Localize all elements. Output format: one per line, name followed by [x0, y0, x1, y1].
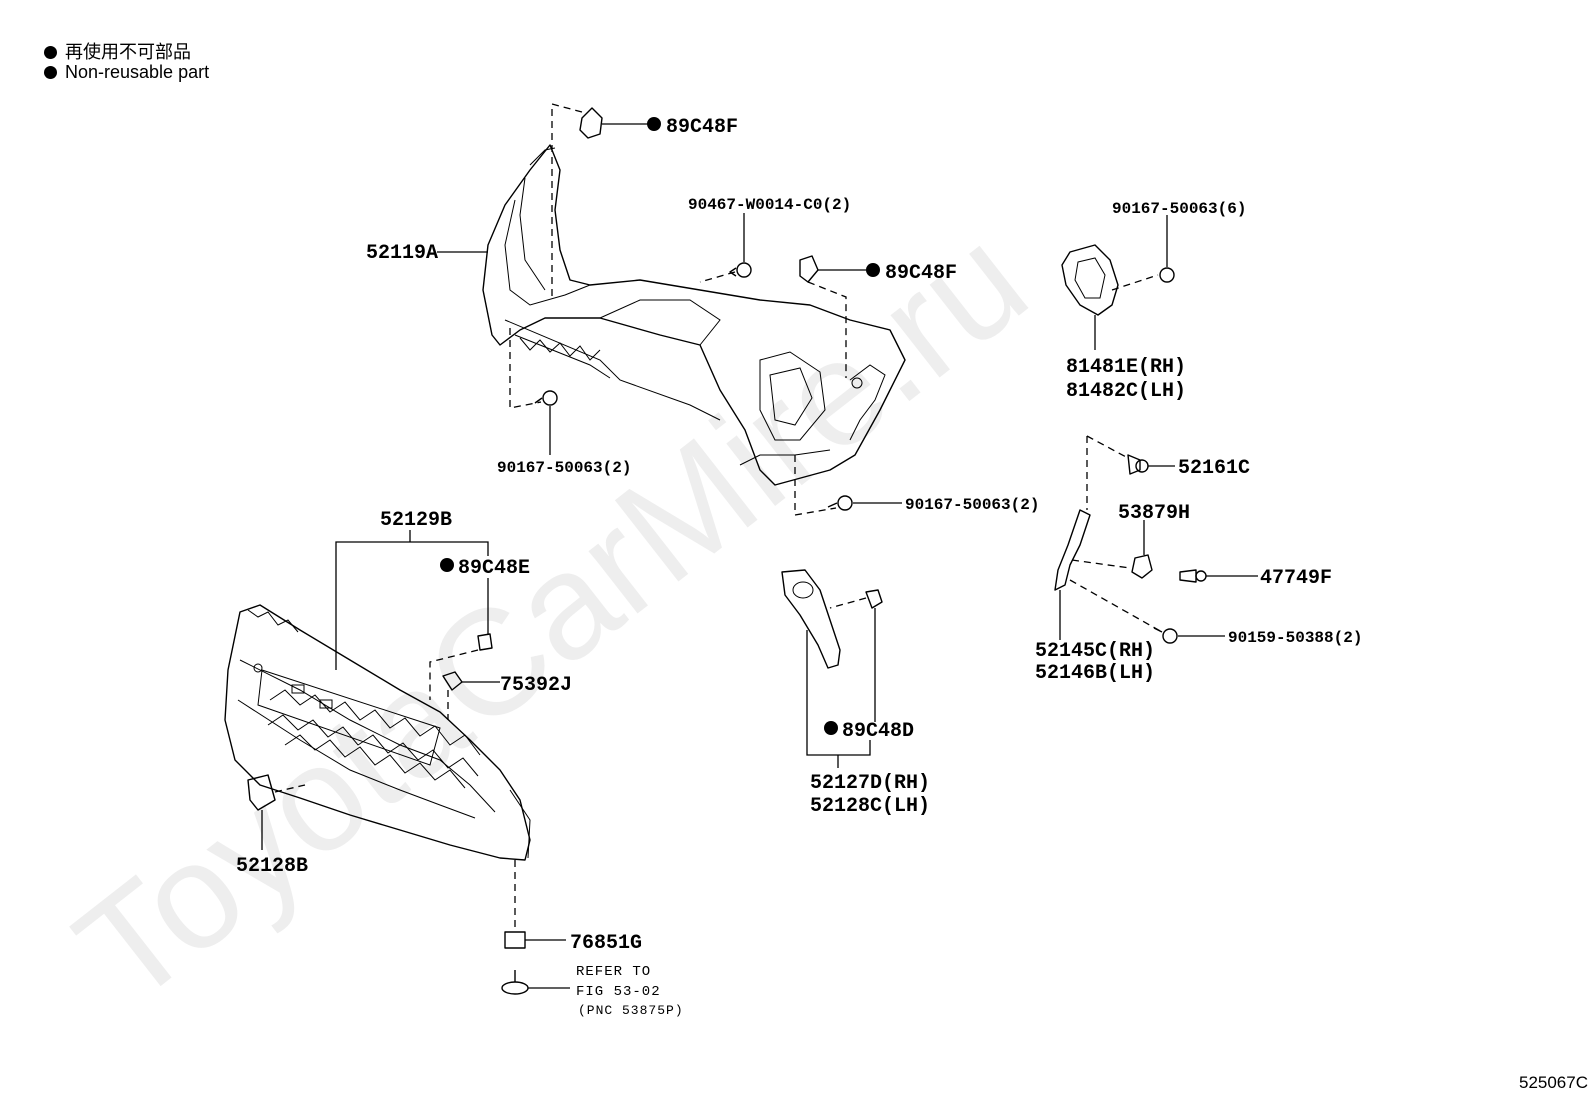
bolt-90159: [1153, 627, 1178, 644]
callout-81482c: 81482C(LH): [1066, 380, 1186, 403]
callout-52128c: 52128C(LH): [810, 795, 930, 818]
clip-89c48f-top: [579, 107, 661, 139]
callout-89c48d: 89C48D: [842, 720, 914, 743]
callout-52146b: 52146B(LH): [1035, 662, 1155, 685]
callout-90167-2-mid: 90167-50063(2): [905, 496, 1039, 514]
bolt-90167-mid: [827, 495, 853, 511]
nut-53879h: [1131, 554, 1153, 579]
callout-90467: 90467-W0014-C0(2): [688, 196, 851, 214]
non-reusable-dot-icon: [647, 117, 661, 131]
callout-76851g: 76851G: [570, 932, 642, 955]
callout-52145c: 52145C(RH): [1035, 640, 1155, 663]
bolt-refer: [501, 970, 529, 995]
callout-refer-line1: REFER TO: [576, 964, 651, 980]
callout-90167-6: 90167-50063(6): [1112, 200, 1246, 218]
cover-52128b: [247, 774, 276, 811]
callout-75392j: 75392J: [500, 674, 572, 697]
figure-id: 525067C: [1518, 1073, 1588, 1092]
callout-52119a: 52119A: [366, 242, 438, 265]
callout-refer-line2: FIG 53-02: [576, 984, 661, 1000]
bumper-cover-52119a: [482, 144, 906, 486]
clip-76851g: [504, 931, 526, 949]
callout-52129b: 52129B: [380, 509, 452, 532]
callout-81481e: 81481E(RH): [1066, 356, 1186, 379]
callout-refer-line3: (PNC 53875P): [578, 1003, 684, 1018]
legend-text-jp: 再使用不可部品: [65, 42, 191, 62]
callout-53879h: 53879H: [1118, 502, 1190, 525]
non-reusable-dot-icon: [44, 46, 57, 59]
clip-89c48f-mid: [799, 255, 880, 283]
clip-52161c: [1127, 454, 1149, 475]
grille-52129b: [224, 604, 531, 861]
callout-90159: 90159-50388(2): [1228, 629, 1362, 647]
non-reusable-dot-icon: [440, 558, 454, 572]
legend-non-reusable-en: Non-reusable part: [44, 62, 209, 83]
non-reusable-dot-icon: [44, 66, 57, 79]
callout-90167-2-left: 90167-50063(2): [497, 459, 631, 477]
callout-52161c: 52161C: [1178, 457, 1250, 480]
clip-89c48d: [865, 589, 883, 609]
bolt-90167-left: [534, 390, 558, 406]
callout-89c48f-top: 89C48F: [666, 116, 738, 139]
legend-non-reusable-jp: 再使用不可部品: [44, 38, 191, 64]
clip-89c48e: [477, 633, 493, 651]
callout-47749f: 47749F: [1260, 567, 1332, 590]
callout-52127d: 52127D(RH): [810, 772, 930, 795]
bolt-90167-6: [1159, 267, 1175, 283]
watermark: ToyotaCarMire.ru: [46, 195, 1056, 1036]
non-reusable-dot-icon: [866, 263, 880, 277]
callout-89c48e: 89C48E: [458, 557, 530, 580]
legend-text-en: Non-reusable part: [65, 62, 210, 82]
callout-52128b: 52128B: [236, 855, 308, 878]
liner-81481e: [1061, 244, 1119, 316]
non-reusable-dot-icon: [824, 721, 838, 735]
screw-47749f: [1179, 569, 1207, 583]
bezel-52127d: [781, 569, 841, 669]
bracket-52145c: [1054, 509, 1091, 591]
callout-89c48f-mid: 89C48F: [885, 262, 957, 285]
bolt-90467: [729, 262, 752, 278]
